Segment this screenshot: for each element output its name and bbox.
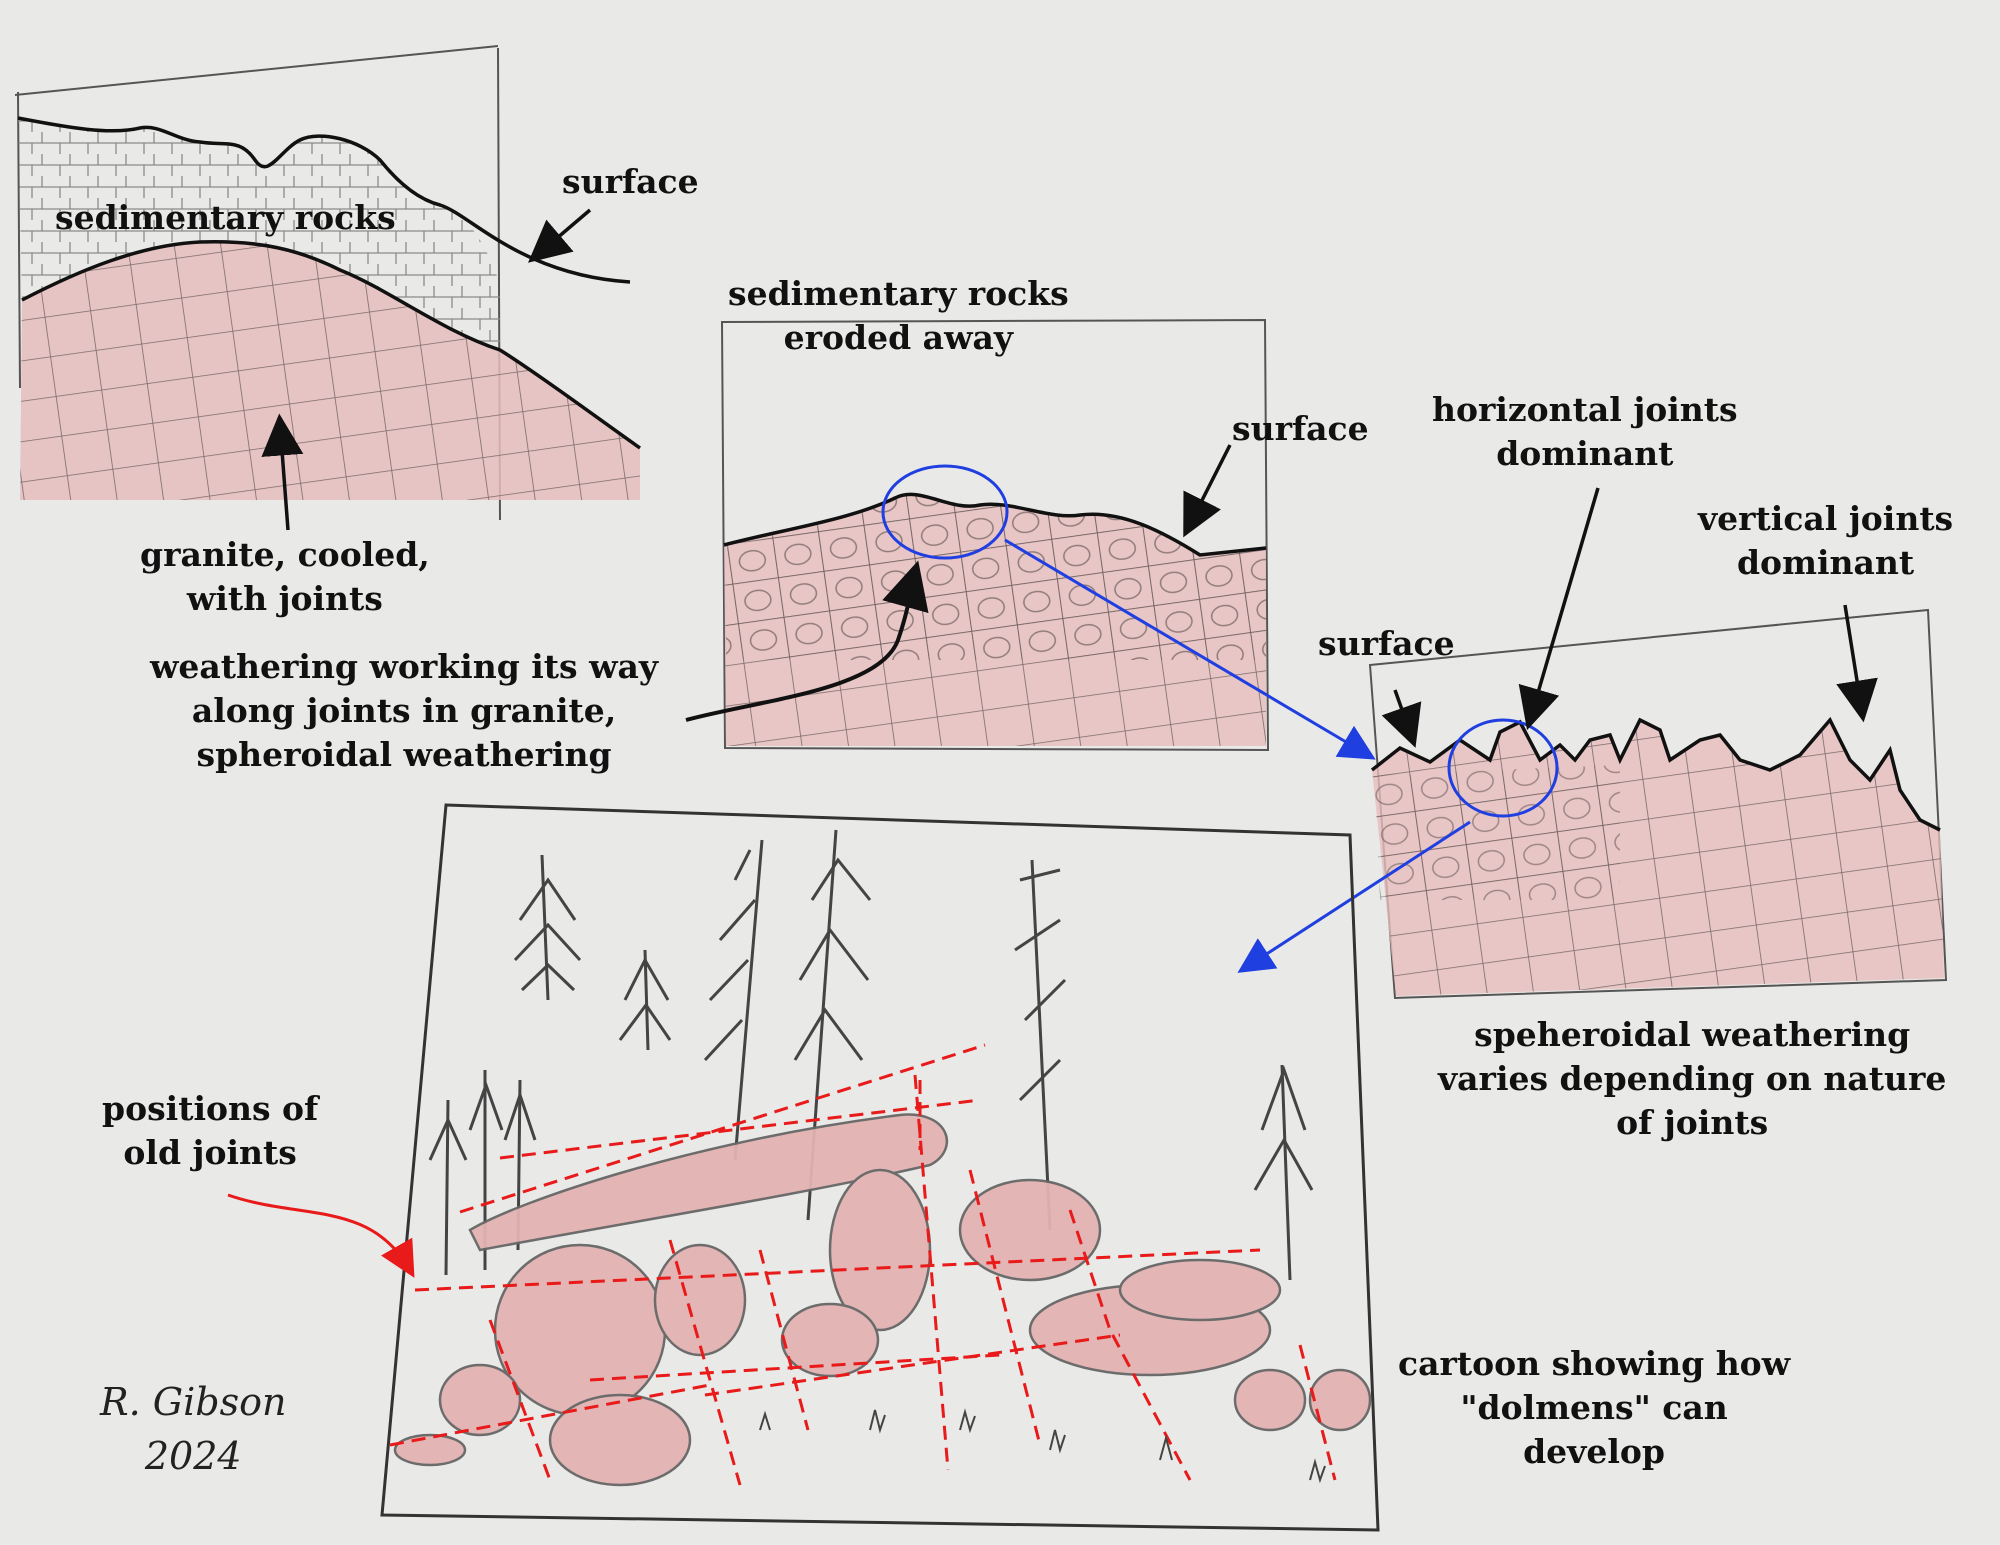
panel-4-dolmen-cartoon bbox=[227, 803, 1380, 1532]
weathering-arrow bbox=[685, 560, 929, 722]
label-vertical-joints: vertical joints dominant bbox=[1698, 499, 1954, 582]
trees bbox=[428, 829, 1314, 1281]
label-cartoon-dolmens: cartoon showing how "dolmens" can develo… bbox=[1398, 1344, 1791, 1471]
label-weathering-varies: speheroidal weathering varies depending … bbox=[1438, 1015, 1947, 1142]
surface-arrow-2 bbox=[1183, 444, 1232, 538]
panel-3-differential-weathering bbox=[1368, 487, 1948, 1000]
highlight-circle-2 bbox=[1447, 718, 1559, 818]
label-horizontal-joints: horizontal joints dominant bbox=[1432, 390, 1738, 473]
granite-arrow bbox=[261, 413, 304, 531]
vertical-arrow bbox=[1836, 604, 1878, 723]
label-weathering: weathering working its way along joints … bbox=[150, 647, 659, 774]
grass bbox=[759, 1408, 1326, 1484]
old-joint-lines bbox=[389, 1043, 1337, 1486]
label-surface-2: surface bbox=[1232, 409, 1369, 448]
label-sedimentary-rocks: sedimentary rocks bbox=[55, 198, 396, 237]
highlight-circle-1 bbox=[881, 464, 1009, 560]
panel-1-initial-burial bbox=[14, 45, 642, 531]
label-granite: granite, cooled, with joints bbox=[140, 535, 430, 618]
old-joints-arrow bbox=[227, 1193, 415, 1278]
label-surface-1: surface bbox=[562, 162, 699, 201]
surface-arrow-1 bbox=[528, 208, 592, 263]
label-old-joints: positions of old joints bbox=[102, 1089, 319, 1172]
surface-arrow-3 bbox=[1381, 689, 1422, 748]
boulders bbox=[393, 1113, 1372, 1487]
label-surface-3: surface bbox=[1318, 624, 1455, 663]
connector-2-to-3 bbox=[1004, 538, 1376, 760]
panel-2-erosion bbox=[685, 318, 1270, 752]
label-eroded-away: sedimentary rocks eroded away bbox=[728, 274, 1069, 357]
author-signature: R. Gibson 2024 bbox=[100, 1380, 287, 1478]
horizontal-arrow bbox=[1518, 487, 1600, 731]
connector-3-to-4 bbox=[1237, 820, 1471, 973]
